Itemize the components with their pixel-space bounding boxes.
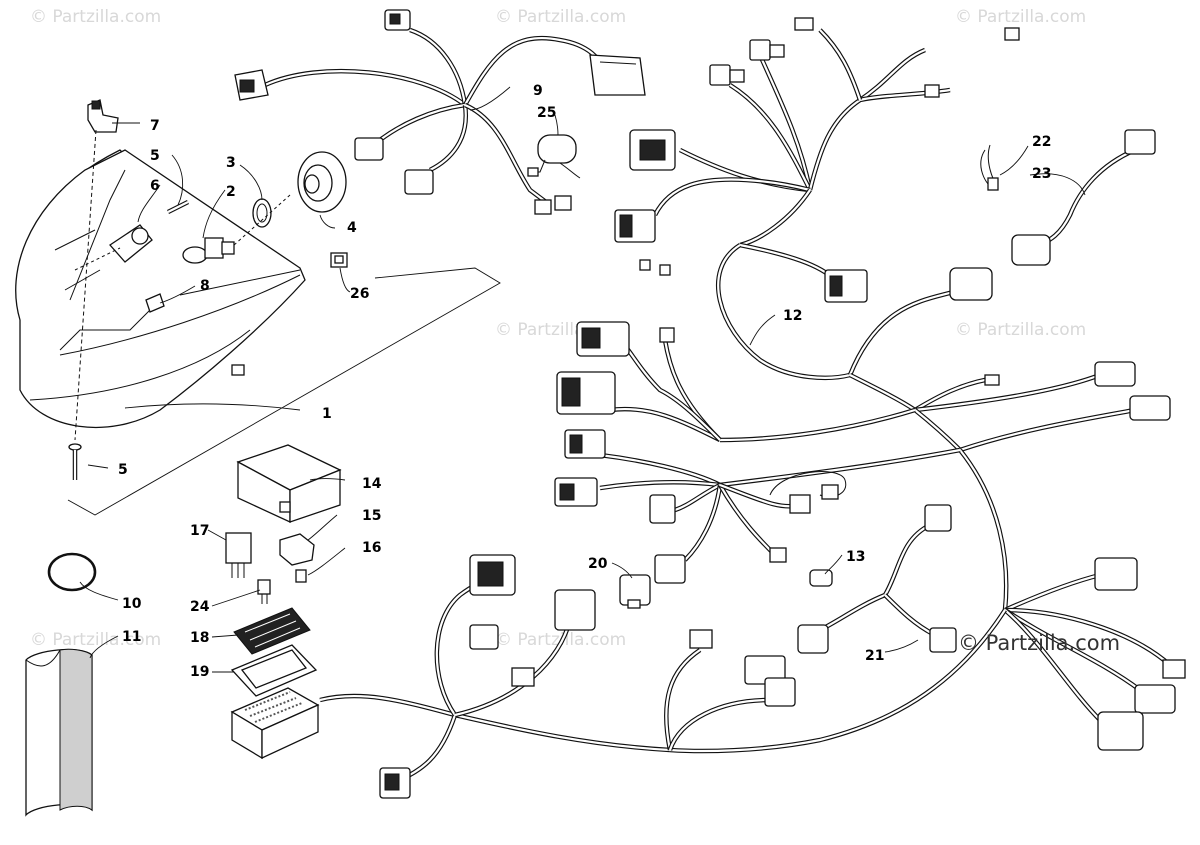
fuse-block <box>230 687 320 760</box>
clip-7 <box>74 99 119 441</box>
callout-19: 19 <box>190 664 209 680</box>
assembly-bracket <box>67 267 501 516</box>
partzilla-watermark: © Partzilla.com <box>958 631 1120 655</box>
nut-26 <box>330 252 348 268</box>
connector-20 <box>619 574 651 609</box>
relay-15 <box>279 533 315 566</box>
watermark: © Partzilla.com <box>30 630 161 650</box>
callout-7: 7 <box>150 118 160 134</box>
callout-labels: 1 2 3 4 5 5 6 7 8 9 10 11 12 13 14 15 16… <box>118 83 1051 680</box>
relay-25 <box>527 134 581 179</box>
harness-12 <box>319 17 1186 799</box>
harness-23 <box>1011 129 1156 266</box>
callout-6: 6 <box>150 178 160 194</box>
callout-2: 2 <box>226 184 236 200</box>
callout-1: 1 <box>322 406 332 422</box>
callout-15: 15 <box>362 508 381 524</box>
callout-24: 24 <box>190 599 210 615</box>
callout-22: 22 <box>1032 134 1051 150</box>
harness-9 <box>234 9 646 215</box>
callout-16: 16 <box>362 540 381 556</box>
connector-13 <box>809 569 833 587</box>
callout-12: 12 <box>783 308 802 324</box>
watermark: © Partzilla.com <box>955 320 1086 340</box>
callout-8: 8 <box>200 278 210 294</box>
fuse-16 <box>295 569 307 583</box>
callout-23: 23 <box>1032 166 1051 182</box>
watermark: © Partzilla.com <box>495 7 626 27</box>
watermark: © Partzilla.com <box>955 7 1086 27</box>
callout-18: 18 <box>190 630 209 646</box>
callout-9: 9 <box>533 83 543 99</box>
ring-10 <box>47 552 97 592</box>
retaining-ring-3 <box>252 198 272 228</box>
callout-5-upper: 5 <box>150 148 160 164</box>
fuse-box-cover-14 <box>236 444 342 524</box>
callout-17: 17 <box>190 523 209 539</box>
callout-5-lower: 5 <box>118 462 128 478</box>
callout-4: 4 <box>347 220 357 236</box>
callout-21: 21 <box>865 648 884 664</box>
callout-11: 11 <box>122 629 141 645</box>
relay-17 <box>225 532 252 578</box>
fuse-label-18 <box>233 607 311 655</box>
callout-3: 3 <box>226 155 236 171</box>
fuse-gasket-19 <box>230 644 318 697</box>
headlight-assembly <box>15 149 306 428</box>
screw-5-upper <box>166 199 190 215</box>
strap-22 <box>980 144 999 191</box>
clip-8 <box>145 293 165 313</box>
harness-21 <box>797 504 957 654</box>
callout-14: 14 <box>362 476 382 492</box>
leader-lines <box>79 86 1086 673</box>
callout-26: 26 <box>350 286 369 302</box>
dust-boot-4 <box>233 151 347 246</box>
screw-5-lower <box>68 443 82 480</box>
watermark: © Partzilla.com <box>30 7 161 27</box>
fuse-24 <box>257 579 271 604</box>
callout-10: 10 <box>122 596 142 612</box>
callout-25: 25 <box>537 105 556 121</box>
sleeve-11 <box>25 648 93 817</box>
bulb-2 <box>182 237 235 264</box>
socket-6 <box>74 224 153 271</box>
callout-13: 13 <box>846 549 865 565</box>
callout-20: 20 <box>588 556 608 572</box>
